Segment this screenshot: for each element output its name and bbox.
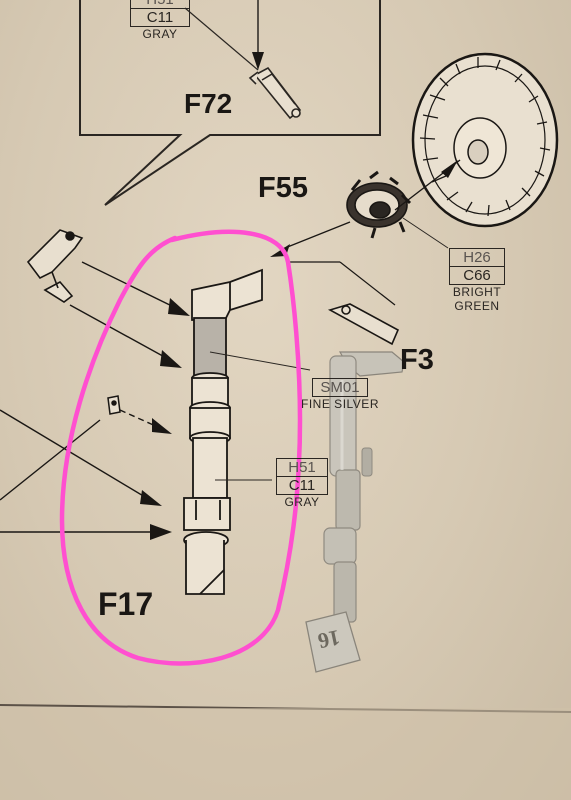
assembly-arrow [279,221,351,251]
highlight-marker-loop [59,229,303,666]
bracket-part-drawing [26,229,84,303]
arrowhead [160,350,182,368]
assembly-arrow [81,261,181,311]
leader-line [209,351,311,371]
paint-color-name-line1: BRIGHT [452,285,502,299]
paint-callout-top-left: H51 C11 GRAY [130,0,190,41]
part-label-f3: F3 [400,344,434,376]
paint-color-name: GRAY [284,495,320,509]
arrowhead [152,418,172,434]
paint-code-primary: C11 [276,476,328,495]
paint-callout-wheel: H26 C66 BRIGHT GREEN [442,248,512,313]
paint-code-secondary: H26 [449,248,505,266]
part-label-f72: F72 [184,88,233,119]
arrowhead [441,160,458,178]
metal-strut-part [305,351,405,673]
paint-code-primary: SM01 [312,378,368,397]
paint-callout-strut-low: H51 C11 GRAY [270,458,334,509]
table-surface [0,708,571,800]
paint-color-name: GRAY [142,27,178,41]
part-f72-drawing [248,66,302,120]
assembly-arrow [69,304,171,361]
paint-color-name-line2: GREEN [454,299,500,313]
arrowhead [150,524,172,540]
leader-line [184,7,259,71]
assembly-line [339,261,396,306]
arrowhead [252,52,264,70]
assembly-arrow [0,409,151,501]
part-f3-drawing [327,303,400,346]
part-label-f55: F55 [258,172,308,204]
paint-code-primary: C11 [130,8,190,27]
paint-code-secondary: H51 [276,458,328,476]
part-label-f17: F17 [98,586,154,622]
part-f17-strut-drawing [183,268,263,595]
paint-code-secondary: H51 [130,0,190,8]
arrowhead [168,298,190,316]
paint-code-primary: C66 [449,266,505,285]
assembly-arrow [119,409,161,429]
part-f55-drawing [346,170,412,239]
leader-line [402,217,449,249]
paint-color-name: FINE SILVER [301,397,379,411]
pin-part-drawing [107,395,121,415]
arrowhead [140,490,162,506]
paint-callout-strut-mid: SM01 FINE SILVER [280,378,400,411]
wheel-drawing [411,52,559,228]
detail-callout-bubble [79,0,381,206]
assembly-line [0,419,101,501]
